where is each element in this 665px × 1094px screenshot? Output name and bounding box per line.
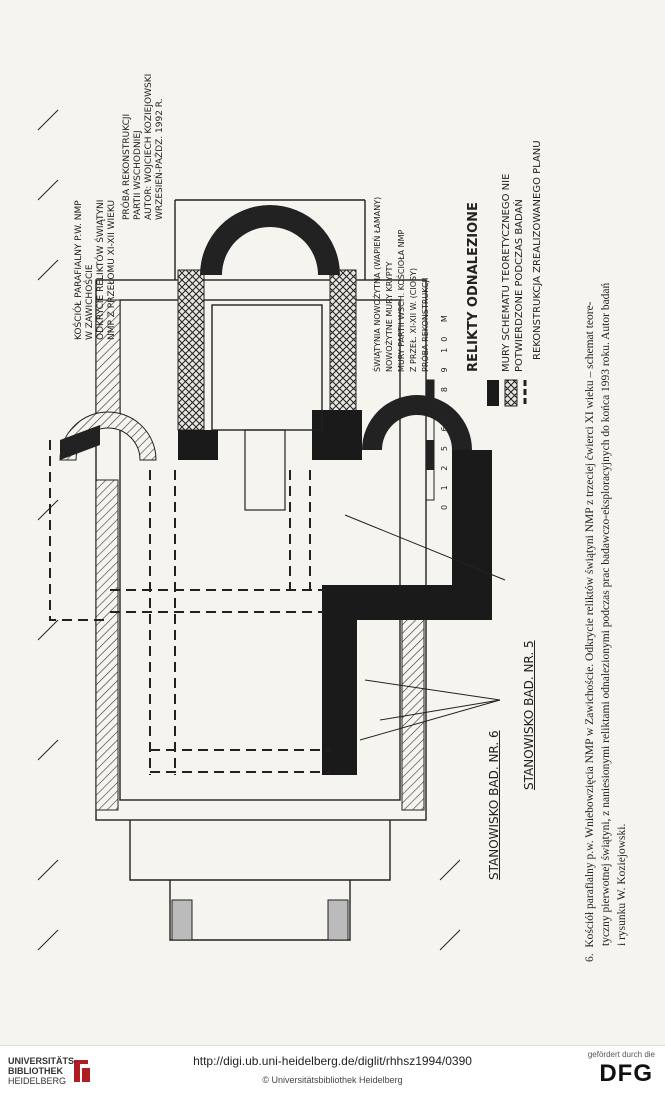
subtitle-line: AUTOR: WOJCIECH KOZIEJOWSKI <box>144 73 154 220</box>
library-name: UNIVERSITÄTS- BIBLIOTHEK HEIDELBERG <box>8 1056 77 1086</box>
library-name-line: BIBLIOTHEK <box>8 1066 63 1076</box>
legend-swatches <box>487 379 527 407</box>
permalink-url[interactable]: http://digi.ub.uni-heidelberg.de/diglit/… <box>193 1054 472 1068</box>
subtitle-line: WRZESIEŃ-PAŹDZ. 1992 R. <box>155 98 165 220</box>
scale-label: 10 M <box>440 309 449 353</box>
legend-item: REKONSTRUKCJA ZREALIZOWANEGO PLANU <box>532 140 543 360</box>
scale-label: 6 <box>440 420 449 432</box>
main-apse-relic <box>200 205 340 275</box>
copyright-notice: © Universitätsbibliothek Heidelberg <box>262 1075 403 1085</box>
porch-outline <box>129 820 391 881</box>
leader-lines <box>344 514 506 741</box>
subtitle-line: PARTII WSCHODNIEJ <box>133 130 143 220</box>
nave-inner-outline <box>119 299 401 801</box>
west-annex-outline <box>169 880 351 941</box>
caption-line: i rysunku W. Koziejowski. <box>616 823 628 946</box>
sacristy-outline <box>174 199 366 280</box>
library-name-line: UNIVERSITÄTS- <box>8 1056 78 1066</box>
legend-note: PRÓBA REKONSTRUKCJI <box>421 277 430 372</box>
caption-number: 6. <box>584 953 596 962</box>
caption-line: 6. Kościół parafialny p.w. Wniebowzięcia… <box>582 283 598 962</box>
scanned-page: KOŚCIÓŁ PARAFIALNY P.W. NMP W ZAWICHOŚCI… <box>0 0 665 1045</box>
title-block: KOŚCIÓŁ PARAFIALNY P.W. NMP W ZAWICHOŚCI… <box>74 200 118 340</box>
figure-caption: 6. Kościół parafialny p.w. Wniebowzięcia… <box>582 283 630 962</box>
crypt-opening <box>211 304 323 431</box>
scale-label: 2 <box>440 459 449 471</box>
legend-item: MURY SCHEMATU TEORETYCZNEGO NIE <box>501 173 512 372</box>
legend-title: RELIKTY ODNALEZIONE <box>466 202 481 372</box>
title-line: ODKRYCIE RELIKTÓW ŚWIĄTYNI <box>96 199 106 340</box>
floor-plan-drawing <box>37 109 527 951</box>
title-line: W ZAWICHOŚCIE <box>85 264 95 340</box>
footer-bar: UNIVERSITÄTS- BIBLIOTHEK HEIDELBERG http… <box>0 1045 665 1094</box>
caption-line: tyczny pierwotnej świątyni, z naniesiony… <box>600 282 612 946</box>
caption-text: Kościół parafialny p.w. Wniebowzięcia NM… <box>584 301 596 948</box>
funded-by-label: gefördert durch die <box>587 1050 655 1059</box>
scale-bar <box>425 379 435 501</box>
legend-note: MURY PARTII WSCH. KOŚCIOŁA NMP <box>397 229 406 372</box>
scale-label: 0 <box>440 498 449 510</box>
legend-notes: ŚWIĄTYNIA NOWOŻYTNA (WAPIEŃ ŁAMANY) NOWO… <box>372 197 432 372</box>
legend-note: Z PRZEŁ. XI-XII W. (CIOSY) <box>409 267 418 372</box>
scale-label: 7 <box>440 400 449 412</box>
scale-label: 5 <box>440 439 449 452</box>
library-name-line: HEIDELBERG <box>8 1076 67 1086</box>
legend-note: NOWOŻYTNE MURY KRYPTY <box>385 261 394 372</box>
reconstruction-lines <box>49 440 330 775</box>
site-label-6: STANOWISKO BAD. NR. 6 <box>487 730 501 880</box>
scale-label: 9 <box>440 361 449 373</box>
legend-note: ŚWIĄTYNIA NOWOŻYTNA (WAPIEŃ ŁAMANY) <box>373 196 382 372</box>
legend-items: MURY SCHEMATU TEORETYCZNEGO NIE POTWIERD… <box>500 174 526 372</box>
grid-ticks <box>37 109 461 951</box>
modern-walls <box>95 299 425 811</box>
permalink: http://digi.ub.uni-heidelberg.de/diglit/… <box>0 1054 665 1068</box>
title-line: KOŚCIÓŁ PARAFIALNY P.W. NMP <box>74 200 84 340</box>
scale-label: 1 <box>440 479 449 491</box>
library-logo <box>74 1060 90 1082</box>
scale-label: 8 <box>440 381 449 393</box>
site-label-5: STANOWISKO BAD. NR. 5 <box>522 640 536 790</box>
east-side-apse-relic <box>362 395 472 450</box>
subtitle-block: PRÓBA REKONSTRUKCJI PARTII WSCHODNIEJ AU… <box>122 74 166 220</box>
scale-labels: 0 1 2 5 6 7 8 9 10 M <box>440 309 449 510</box>
found-relics <box>178 410 492 775</box>
title-line: NMP Z PRZEŁOMU XI-XII WIEKU <box>107 199 117 340</box>
dfg-logo: DFG <box>599 1060 653 1087</box>
legend-item: POTWIERDZONE PODCZAS BADAŃ <box>514 199 525 372</box>
subtitle-line: PRÓBA REKONSTRUKCJI <box>122 113 132 220</box>
crypt-walls <box>177 269 357 431</box>
west-entrance-walls <box>171 899 349 941</box>
